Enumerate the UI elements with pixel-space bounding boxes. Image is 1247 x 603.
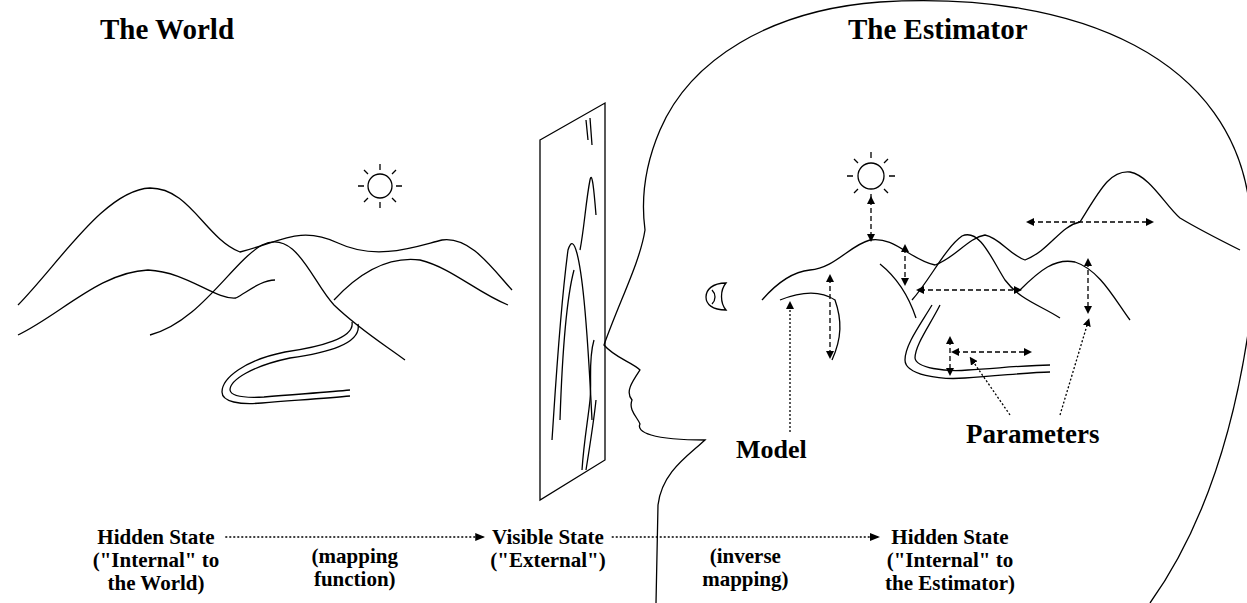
world-sun [358,164,402,208]
world-landscape [18,188,512,404]
panel-title: The Estimator [848,14,1028,46]
state-node: Hidden State("Internal" tothe World) [90,525,223,596]
dotted-arrow [225,536,484,538]
leader-lines [790,305,1088,432]
callout-label: Model [736,436,807,465]
head-outline [604,1,1247,603]
dotted-arrow [612,536,879,538]
state-node: Visible State("External") [487,525,608,573]
state-text: Hidden State("Internal" tothe World) [93,526,220,595]
callout-label: Parameters [966,420,1099,450]
state-text: Hidden State("Internal" tothe Estimator) [885,526,1015,595]
edge-label: (inversemapping) [702,545,788,591]
image-plane [540,103,605,500]
eye [706,283,726,310]
edge-label: (mappingfunction) [312,545,398,591]
state-text: Visible State("External") [490,526,605,572]
state-node: Hidden State("Internal" tothe Estimator) [882,525,1018,596]
model-sun [847,152,895,200]
model-landscape [762,172,1240,379]
panel-title: The World [100,14,234,46]
parameter-arrows [830,200,1150,372]
